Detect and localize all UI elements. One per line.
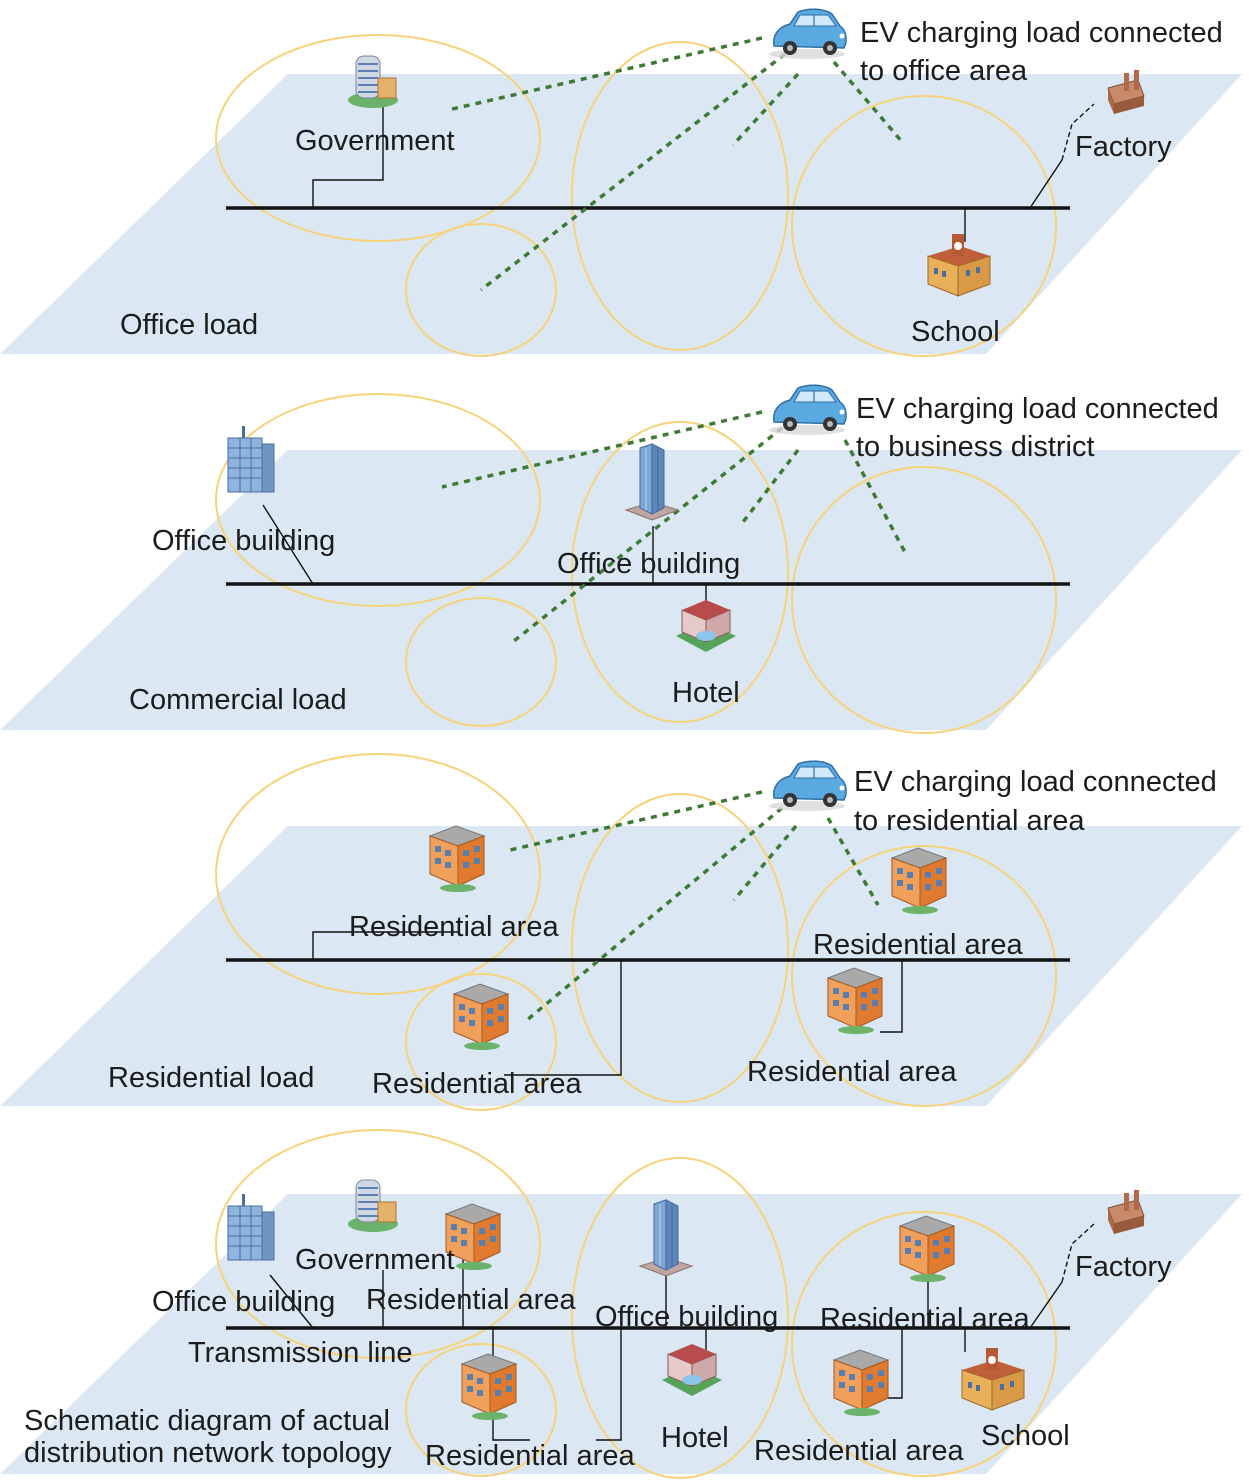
label-residential-area: Residential area xyxy=(754,1435,964,1467)
office-building-icon xyxy=(227,425,275,493)
ev-link xyxy=(525,806,784,1022)
feeder-line xyxy=(504,960,622,1076)
layer-residential-load: EV charging load connected to residentia… xyxy=(0,753,1242,1111)
layer-title: Office load xyxy=(120,309,258,341)
layer-title-line-2: distribution network topology xyxy=(24,1437,392,1469)
factory-link xyxy=(1061,1223,1095,1283)
feeder-line xyxy=(312,100,384,208)
layer-commercial-load: EV charging load connected to business d… xyxy=(0,384,1242,734)
service-area-ring xyxy=(571,793,789,1103)
ev-link xyxy=(826,817,880,906)
label-school: School xyxy=(981,1420,1070,1452)
ev-car-icon xyxy=(768,384,847,436)
label-factory: Factory xyxy=(1075,1251,1172,1283)
layer-title: Commercial load xyxy=(129,684,347,716)
service-area-ring xyxy=(571,41,789,351)
label-transmission-line: Transmission line xyxy=(188,1337,413,1369)
label-residential-area: Residential area xyxy=(425,1440,635,1472)
ev-caption-line-1: EV charging load connected xyxy=(860,17,1223,49)
label-residential-area: Residential area xyxy=(813,929,1023,961)
ev-caption-line-2: to office area xyxy=(860,55,1028,87)
label-residential-area: Residential area xyxy=(349,911,559,943)
service-area-ring xyxy=(405,223,557,357)
service-area-ring xyxy=(405,1343,557,1477)
ev-link xyxy=(843,439,909,557)
layer-title: Residential load xyxy=(108,1062,314,1094)
label-residential-area: Residential area xyxy=(747,1056,957,1088)
layer-network-topology: Office building Government Residential a… xyxy=(0,1129,1242,1479)
label-office-building: Office building xyxy=(152,525,335,557)
label-hotel: Hotel xyxy=(672,677,740,709)
ev-car-icon xyxy=(768,760,847,812)
service-area-ring xyxy=(791,845,1057,1107)
ev-link xyxy=(447,36,763,112)
ev-car-icon xyxy=(768,8,847,60)
label-school: School xyxy=(911,316,1000,348)
label-office-building: Office building xyxy=(557,548,740,580)
service-area-ring xyxy=(405,597,557,727)
service-area-ring xyxy=(215,34,541,242)
feeder-line xyxy=(880,960,903,1033)
ev-caption-line-1: EV charging load connected xyxy=(856,393,1219,425)
layer-title-line-1: Schematic diagram of actual xyxy=(24,1405,390,1437)
feeder-line xyxy=(1029,159,1063,209)
feeder-line xyxy=(596,1328,622,1441)
ev-link xyxy=(512,426,784,643)
service-area-ring xyxy=(791,466,1057,734)
label-factory: Factory xyxy=(1075,131,1172,163)
layer-plane xyxy=(0,450,1242,730)
ev-link xyxy=(832,60,905,145)
layer-office-load: EV charging load connected to office are… xyxy=(0,8,1242,357)
service-area-ring xyxy=(215,393,541,607)
feeder-line xyxy=(1029,1281,1063,1329)
office-building-icon xyxy=(227,1193,275,1261)
ev-caption-line-1: EV charging load connected xyxy=(854,766,1217,798)
label-residential-area: Residential area xyxy=(820,1303,1030,1335)
label-government: Government xyxy=(295,1244,455,1276)
ev-link xyxy=(731,72,800,147)
feeder-line xyxy=(312,931,458,960)
label-government: Government xyxy=(295,125,455,157)
service-area-ring xyxy=(405,973,557,1111)
service-area-ring xyxy=(571,421,789,723)
label-office-building: Office building xyxy=(595,1301,778,1333)
service-area-ring xyxy=(215,1129,541,1359)
service-area-ring xyxy=(215,753,541,995)
ev-link xyxy=(732,824,798,902)
label-hotel: Hotel xyxy=(661,1422,729,1454)
factory-link xyxy=(1061,103,1095,161)
ev-link xyxy=(738,448,800,528)
feeder-line xyxy=(262,504,314,585)
ev-link xyxy=(479,52,787,292)
service-area-ring xyxy=(791,1211,1057,1477)
label-residential-area: Residential area xyxy=(366,1284,576,1316)
label-residential-area: Residential area xyxy=(372,1068,582,1100)
ev-caption-line-2: to business district xyxy=(856,431,1095,463)
service-area-ring xyxy=(571,1157,789,1479)
label-office-building: Office building xyxy=(152,1286,335,1318)
feeder-line xyxy=(269,1274,314,1329)
service-area-ring xyxy=(791,95,1057,357)
ev-caption-line-2: to residential area xyxy=(854,805,1085,837)
